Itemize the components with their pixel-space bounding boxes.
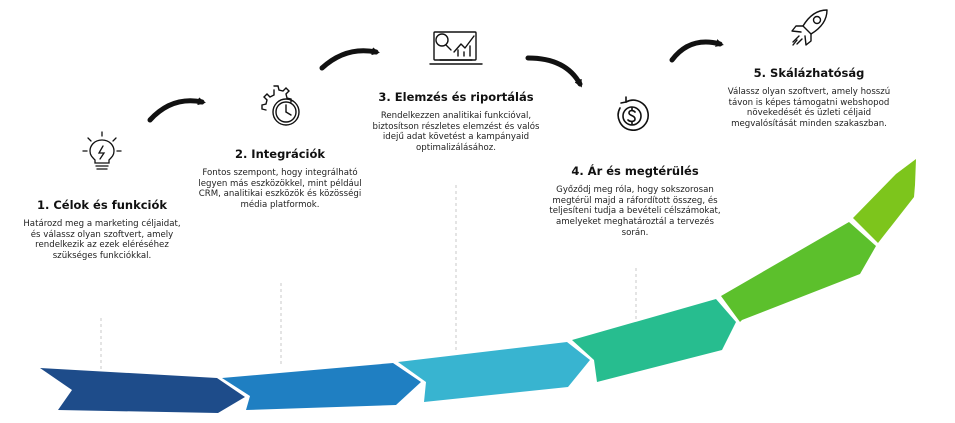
arrow-segment-1 bbox=[40, 368, 245, 413]
step-3: 3. Elemzés és riportálás Rendelkezzen an… bbox=[363, 90, 549, 154]
connector-arrow-1-2 bbox=[147, 97, 206, 123]
connector-arrow-2-3 bbox=[319, 47, 380, 71]
step-description: Válassz olyan szoftvert, amely hosszú tá… bbox=[727, 87, 891, 129]
step-5: 5. Skálázhatóság Válassz olyan szoftvert… bbox=[726, 66, 892, 130]
rocket-icon bbox=[791, 9, 828, 46]
step-title: 2. Integrációk bbox=[234, 147, 326, 161]
step-2: 2. Integrációk Fontos szempont, hogy int… bbox=[191, 147, 369, 211]
gear-clock-icon bbox=[261, 85, 300, 126]
arrow-segment-5 bbox=[721, 222, 876, 322]
step-title: 1. Célok és funkciók bbox=[36, 198, 168, 212]
step-title: 5. Skálázhatóság bbox=[753, 66, 865, 80]
arrow-segment-4 bbox=[572, 299, 736, 382]
step-description: Győződj meg róla, hogy sokszorosan megté… bbox=[549, 185, 721, 238]
analytics-laptop-icon bbox=[429, 31, 483, 65]
step-title: 3. Elemzés és riportálás bbox=[378, 90, 534, 104]
step-title: 4. Ár és megtérülés bbox=[571, 164, 699, 178]
step-1: 1. Célok és funkciók Határozd meg a mark… bbox=[22, 198, 182, 262]
step-4: 4. Ár és megtérülés Győződj meg róla, ho… bbox=[549, 164, 721, 238]
lightbulb-icon bbox=[82, 131, 122, 170]
step-description: Rendelkezzen analitikai funkcióval, bizt… bbox=[372, 111, 540, 153]
arrow-segment-3 bbox=[398, 342, 590, 402]
arrow-segment-2 bbox=[222, 363, 421, 410]
step-description: Határozd meg a marketing céljaidat, és v… bbox=[23, 219, 181, 261]
connector-arrow-3-4 bbox=[525, 55, 583, 88]
step-description: Fontos szempont, hogy integrálható legye… bbox=[198, 168, 362, 210]
arrow-segment-6 bbox=[853, 159, 916, 243]
dollar-cycle-icon bbox=[617, 96, 649, 131]
connector-arrow-4-5 bbox=[669, 39, 724, 63]
